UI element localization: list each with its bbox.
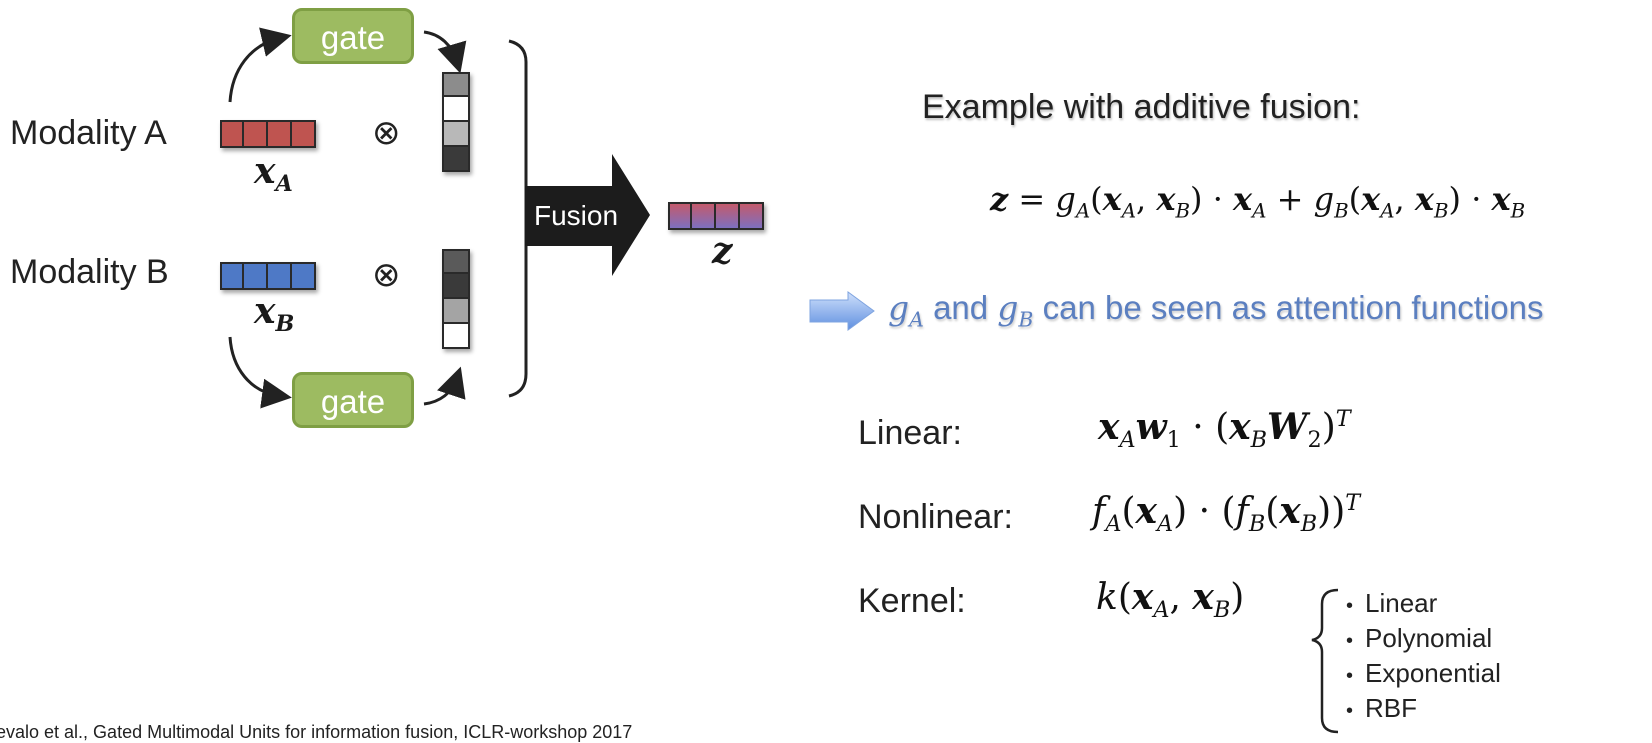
gate-a-cell bbox=[442, 122, 470, 147]
gate-a-cell bbox=[442, 72, 470, 97]
gate-b-cell bbox=[442, 299, 470, 324]
attention-text-rest: can be seen as attention functions bbox=[1042, 289, 1544, 326]
row-label-kernel: Kernel: bbox=[858, 582, 966, 620]
gate-a-cell bbox=[442, 97, 470, 122]
kernel-option: RBF bbox=[1346, 691, 1501, 726]
gate-b-cell bbox=[442, 274, 470, 299]
additive-fusion-equation: z = gA(xA, xB) · xA + gB(xA, xB) · xB bbox=[990, 180, 1526, 223]
g-a-symbol: gA bbox=[888, 288, 924, 332]
row-label-nonlinear: Nonlinear: bbox=[858, 498, 1013, 536]
attention-statement: gA and gB can be seen as attention funct… bbox=[888, 288, 1543, 332]
merge-bracket bbox=[508, 39, 528, 398]
gate-b-cell bbox=[442, 249, 470, 274]
vector-x-b bbox=[220, 262, 316, 290]
arrow-gate-to-gvec-b bbox=[423, 366, 466, 406]
arrow-gate-to-gvec-a bbox=[423, 30, 467, 74]
kernel-option: Polynomial bbox=[1346, 621, 1501, 656]
z-symbol: z bbox=[712, 230, 733, 272]
x-b-symbol: xB bbox=[254, 290, 295, 338]
arrow-xa-to-gate bbox=[228, 27, 292, 103]
otimes-a: ⊗ bbox=[372, 114, 401, 152]
kernel-options-list: Linear Polynomial Exponential RBF bbox=[1346, 586, 1501, 726]
kernel-option: Exponential bbox=[1346, 656, 1501, 691]
modality-b-label: Modality B bbox=[10, 253, 169, 291]
gate-a: gate bbox=[292, 8, 414, 64]
fusion-arrow-shape bbox=[525, 154, 650, 276]
attention-text-and: and bbox=[933, 289, 989, 326]
row-label-linear: Linear: bbox=[858, 414, 962, 452]
modality-a-label: Modality A bbox=[10, 114, 167, 152]
gate-b: gate bbox=[292, 372, 414, 428]
gate-b-cell bbox=[442, 324, 470, 349]
gate-a-cell bbox=[442, 147, 470, 172]
nonlinear-formula: fA(xA) · (fB(xB))T bbox=[1092, 490, 1361, 538]
kernel-brace bbox=[1311, 588, 1339, 734]
citation: evalo et al., Gated Multimodal Units for… bbox=[0, 722, 633, 742]
attention-arrow-shape bbox=[809, 291, 875, 331]
otimes-b: ⊗ bbox=[372, 256, 401, 294]
fusion-label: Fusion bbox=[534, 200, 619, 231]
gate-output-b bbox=[442, 249, 470, 349]
kernel-option: Linear bbox=[1346, 586, 1501, 621]
example-title: Example with additive fusion: bbox=[922, 88, 1361, 126]
kernel-formula: k(xA, xB) bbox=[1096, 576, 1245, 624]
x-a-symbol: xA bbox=[254, 150, 293, 198]
linear-formula: xAw1 · (xBW2)T bbox=[1098, 406, 1351, 454]
vector-x-a bbox=[220, 120, 316, 148]
g-b-symbol: gB bbox=[997, 288, 1034, 332]
vector-z bbox=[668, 202, 764, 230]
gate-output-a bbox=[442, 72, 470, 172]
arrow-xb-to-gate bbox=[228, 336, 292, 409]
